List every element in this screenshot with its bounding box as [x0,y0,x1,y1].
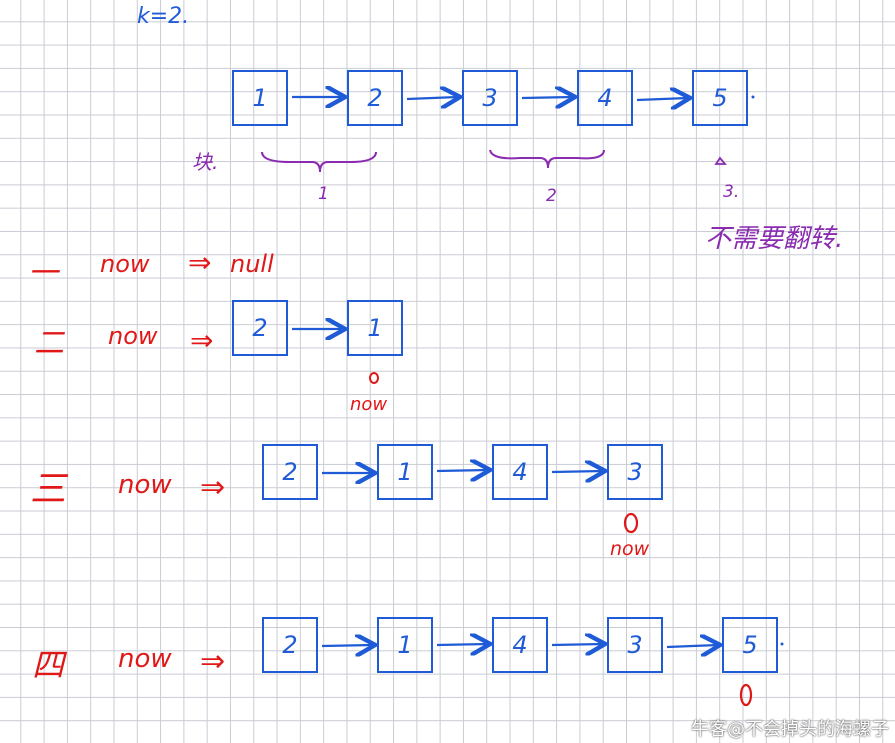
list-arrow [436,644,488,645]
list-node: 5 [692,70,748,126]
tail-dot [780,642,784,646]
tail-dot [751,95,755,99]
step-label: 三 [30,469,67,510]
step-label: 四 [32,646,65,684]
now-text: now [100,250,150,278]
list-node: 1 [377,617,433,673]
list-node: 4 [492,444,548,500]
list-node: 2 [262,444,318,500]
now-text: now [118,470,172,500]
block-number: 1 [318,184,329,204]
list-node: 3 [607,617,663,673]
pointer-marker [623,512,639,534]
list-arrow [406,97,458,99]
pointer-marker [369,372,379,384]
implies-arrow: ⇒ [188,246,212,279]
null-text: null [230,250,274,278]
implies-arrow: ⇒ [190,324,214,357]
k-label: k=2. [137,4,190,29]
list-node: 4 [492,617,548,673]
block-brace [489,149,605,169]
list-arrow [436,470,488,471]
watermark: 牛客@不会掉头的海螺子 [691,719,889,740]
block-number: 2 [546,186,557,206]
list-node: 3 [607,444,663,500]
list-node: 1 [347,300,403,356]
list-arrow [321,645,373,646]
list-node: 2 [262,617,318,673]
no-reverse-note: 不需要翻转. [705,224,844,254]
list-arrow [551,644,603,645]
block-brace [261,151,377,173]
list-arrow [551,471,603,472]
pointer-label: now [350,394,388,415]
list-node: 3 [462,70,518,126]
pointer-label: now [610,538,650,560]
list-node: 2 [232,300,288,356]
list-arrow [666,645,718,647]
list-node: 4 [577,70,633,126]
list-node: 2 [347,70,403,126]
step-label: 一 [28,256,58,291]
block-label: 块. [192,150,219,174]
triangle-marker [714,156,727,165]
implies-arrow: ⇒ [200,470,226,505]
list-node: 5 [722,617,778,673]
block-number: 3. [723,182,740,202]
step-label: 二 [34,326,64,361]
list-arrow [636,98,688,100]
now-text: now [108,322,158,350]
now-text: now [118,644,172,674]
list-node: 1 [377,444,433,500]
list-arrow [521,97,573,98]
pointer-marker [739,683,753,707]
list-node: 1 [232,70,288,126]
implies-arrow: ⇒ [200,644,226,679]
